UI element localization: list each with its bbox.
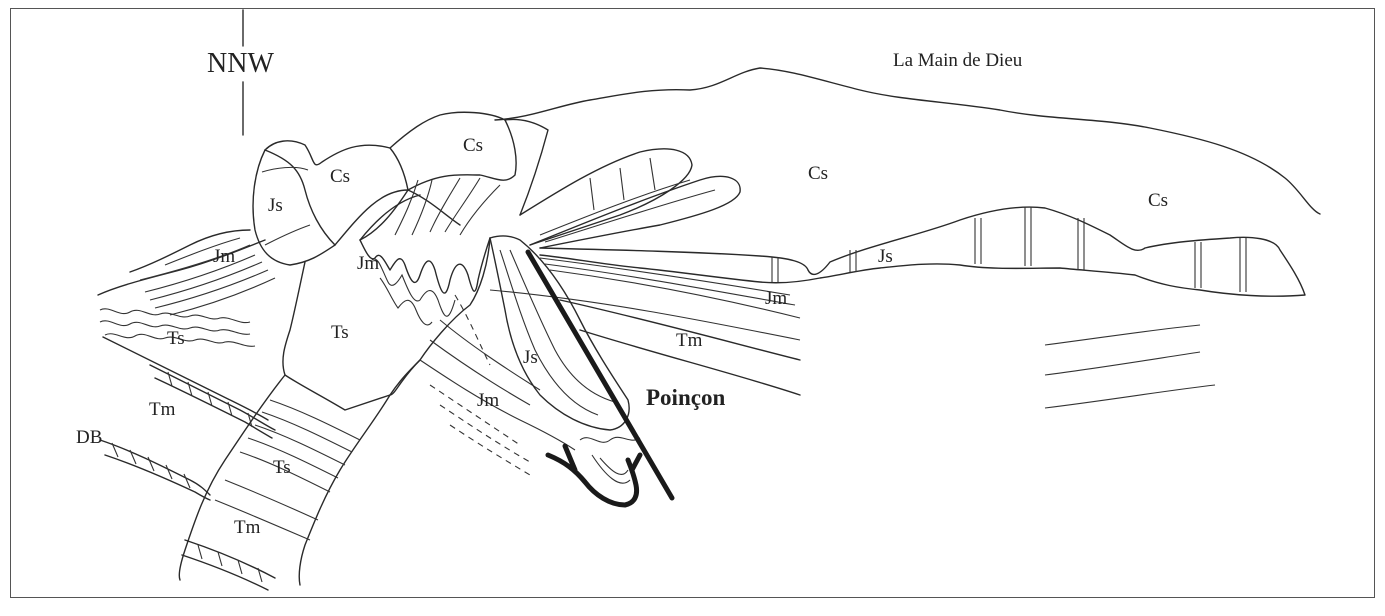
peak-label: La Main de Dieu: [893, 50, 1023, 71]
cs-block-left: [265, 141, 408, 240]
jm-beds-right-2: [545, 264, 795, 305]
syncline-wavy: [580, 437, 640, 442]
unit-label-cs: Cs: [463, 135, 483, 156]
unit-label-tm: Tm: [234, 517, 261, 538]
fold-limb-5: [430, 178, 460, 232]
unit-label-cs: Cs: [808, 163, 828, 184]
structure-label: Poinçon: [646, 385, 725, 410]
unit-label-jm: Jm: [213, 246, 235, 267]
js-flap-tick-3: [650, 158, 655, 190]
unit-label-db: DB: [76, 427, 102, 448]
lower-beds-6: [225, 480, 318, 520]
unit-label-jm: Jm: [477, 390, 499, 411]
ts-block-left-outline: [98, 240, 265, 295]
unit-label-js: Js: [523, 347, 538, 368]
js-band-right: [540, 207, 1305, 296]
db-hatch-ticks: [112, 443, 190, 488]
cs-block-center: [390, 112, 516, 190]
unit-label-js: Js: [878, 246, 893, 267]
unit-label-tm: Tm: [149, 399, 176, 420]
left-beds-3: [150, 262, 262, 300]
strata-right-2: [1045, 352, 1200, 375]
js-flap-beds-2: [545, 190, 715, 242]
db-hatched-bed-2: [105, 455, 210, 500]
lower-beds-7: [215, 500, 310, 540]
unit-label-ts: Ts: [273, 457, 291, 478]
unit-label-jm: Jm: [765, 288, 787, 309]
mountain-skyline: [495, 68, 1320, 214]
unit-label-jm: Jm: [357, 253, 379, 274]
js-flap-upper: [520, 149, 692, 245]
ts-wavy-left-1: [100, 309, 250, 323]
strata-right-1: [1045, 325, 1200, 345]
js-bed-left-1: [262, 167, 308, 172]
unit-label-ts: Ts: [331, 322, 349, 343]
syncline-hook: [548, 455, 637, 505]
tm-left-outline: [103, 337, 268, 420]
fold-limb-3: [395, 180, 418, 235]
jm-crenulated-fold: [360, 238, 490, 293]
orientation-label: NNW: [207, 48, 274, 79]
left-beds-5: [170, 278, 275, 315]
db-hatched-bed: [100, 440, 210, 495]
jm-beds-right-1: [540, 258, 790, 295]
lower-hatch-bed-2: [182, 555, 268, 590]
fold-limb-1: [335, 190, 460, 245]
lower-slice-right: [299, 395, 390, 585]
left-beds-2: [145, 255, 255, 292]
js-flap-tick-1: [590, 178, 594, 210]
strata-right-3: [1045, 385, 1215, 408]
unit-label-js: Js: [268, 195, 283, 216]
unit-label-cs: Cs: [1148, 190, 1168, 211]
fold-limb-2: [360, 195, 420, 240]
js-lens-fault: [490, 236, 629, 430]
unit-label-ts: Ts: [167, 328, 185, 349]
syncline-hook-tick-right: [632, 455, 640, 470]
js-band-ticks: [772, 207, 1246, 292]
lower-beds-4: [248, 438, 338, 478]
jm-crenulated-fold-2: [372, 259, 455, 316]
unit-label-tm: Tm: [676, 330, 703, 351]
jm-dashed-zone: [420, 295, 575, 475]
js-bed-left-2: [265, 225, 310, 245]
js-flap-tick-2: [620, 168, 624, 200]
unit-label-cs: Cs: [330, 166, 350, 187]
fold-limb-7: [460, 185, 500, 235]
fold-limb-6: [445, 178, 480, 232]
